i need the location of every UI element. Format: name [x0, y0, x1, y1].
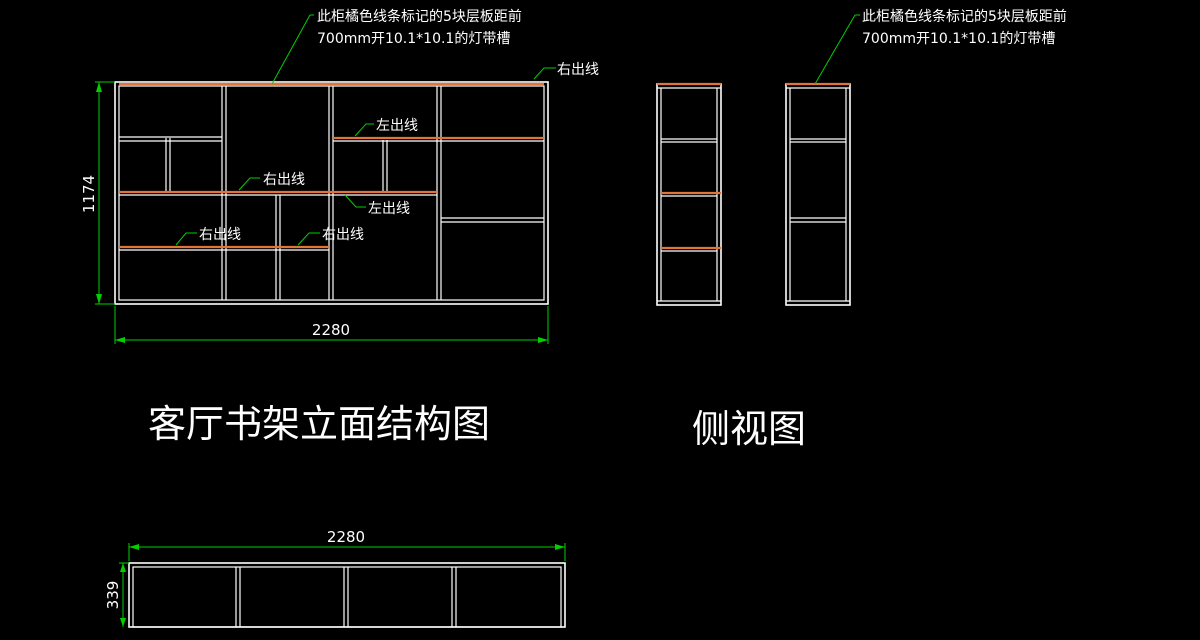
width-dimension-text: 2280	[312, 321, 350, 339]
leader-right-out-lower-mid	[297, 232, 320, 246]
side-view-title: 侧视图	[692, 407, 806, 451]
label-left-out-upper: 左出线	[376, 118, 418, 134]
note-leader-side	[814, 14, 856, 85]
side-view-left	[656, 82, 722, 306]
leader-right-out-top	[533, 67, 556, 80]
note-leader	[271, 14, 311, 85]
note-line-1-side: 此柜橘色线条标记的5块层板距前	[862, 8, 1067, 25]
label-left-out-middle: 左出线	[368, 201, 410, 217]
label-right-out-top: 右出线	[557, 62, 599, 78]
plan-width-text: 2280	[327, 528, 365, 546]
leader-right-out-lower-left	[175, 232, 197, 246]
note-line-2-side: 700mm开10.1*10.1的灯带槽	[862, 31, 1055, 47]
width-dimension	[114, 306, 549, 344]
height-dimension	[95, 81, 115, 305]
plan-depth-dimension	[119, 562, 129, 627]
note-line-2: 700mm开10.1*10.1的灯带槽	[317, 31, 510, 47]
leader-left-out-upper	[354, 123, 374, 137]
note-line-1: 此柜橘色线条标记的5块层板距前	[317, 8, 522, 25]
leader-left-out-middle	[344, 194, 366, 208]
front-view-title: 客厅书架立面结构图	[148, 402, 490, 446]
plan-depth-text: 339	[104, 581, 122, 610]
cabinet-outline	[114, 81, 549, 305]
plan-view	[119, 543, 566, 628]
led-shelves	[119, 82, 544, 251]
plan-width-dimension	[128, 543, 566, 561]
label-right-out-middle: 右出线	[263, 172, 305, 188]
label-right-out-lower-left: 右出线	[199, 227, 241, 243]
side-view-right	[785, 14, 860, 306]
white-shelves	[119, 136, 544, 223]
leader-right-out-middle	[238, 177, 260, 191]
height-dimension-text: 1174	[80, 175, 98, 213]
front-elevation	[95, 14, 556, 344]
label-right-out-lower-mid: 右出线	[322, 227, 364, 243]
